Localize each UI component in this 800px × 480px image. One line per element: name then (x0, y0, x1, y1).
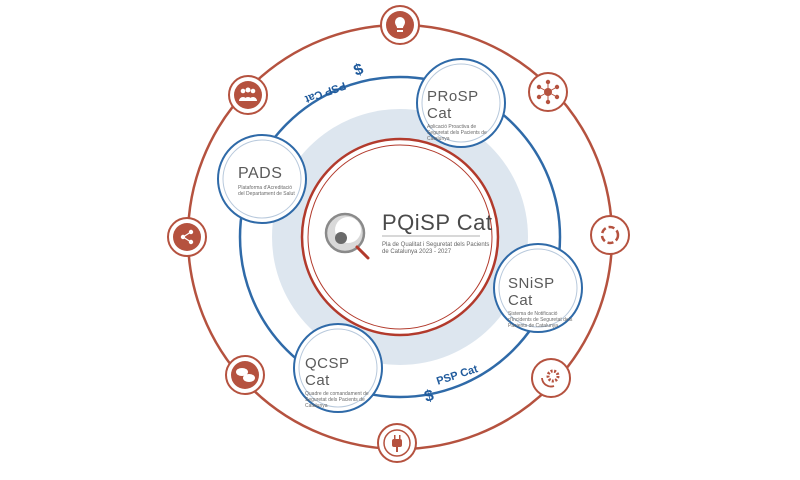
node-qcsp-inner (298, 328, 378, 408)
psp-ring-symbol-top: $ (352, 61, 366, 80)
node-snisp-inner (498, 248, 578, 328)
psp-ring-symbol-bottom: $ (423, 387, 436, 406)
pqisp-logo-icon (324, 212, 370, 260)
network-icon (528, 72, 568, 112)
node-qcsp-name: QCSP Cat (305, 355, 350, 389)
node-prosp[interactable]: PRoSP Cat Aplicació Proactiva de Seguret… (427, 88, 499, 142)
svg-text:$: $ (423, 387, 436, 406)
center-subtitle: Pla de Qualitat i Seguretat dels Pacient… (382, 242, 490, 255)
node-prosp-name: PRoSP Cat (427, 88, 479, 122)
center-title: PQiSP Cat (382, 210, 493, 235)
node-qcsp-bg (293, 323, 383, 413)
node-pads[interactable]: PADS Plataforma d'Acreditació del Depart… (238, 165, 298, 197)
node-pads-name: PADS (238, 165, 283, 182)
node-snisp-bg (493, 243, 583, 333)
node-prosp-desc: Aplicació Proactiva de Seguretat dels Pa… (427, 124, 487, 142)
node-snisp-desc: Sistema de Notificació d'Incidents de Se… (508, 311, 573, 329)
node-prosp-bg (416, 58, 506, 148)
cycle-icon (590, 215, 630, 255)
node-snisp-name: SNiSP Cat (508, 275, 555, 309)
node-pads-desc: Plataforma d'Acreditació del Departament… (238, 185, 295, 197)
center-circle-inner (307, 144, 493, 330)
people-icon (228, 75, 268, 115)
node-prosp-inner (421, 63, 501, 143)
svg-text:$: $ (352, 61, 366, 80)
share-icon (167, 217, 207, 257)
chat-icon (225, 355, 265, 395)
plug-icon (377, 423, 417, 463)
node-pads-inner (222, 139, 302, 219)
node-qcsp[interactable]: QCSP Cat Quadre de comandament de Segure… (305, 355, 373, 409)
node-pads-bg (217, 134, 307, 224)
node-qcsp-desc: Quadre de comandament de Seguretat dels … (305, 391, 369, 409)
settings-cycle-icon (531, 358, 571, 398)
lightbulb-icon (380, 5, 420, 45)
node-snisp[interactable]: SNiSP Cat Sistema de Notificació d'Incid… (508, 275, 574, 329)
